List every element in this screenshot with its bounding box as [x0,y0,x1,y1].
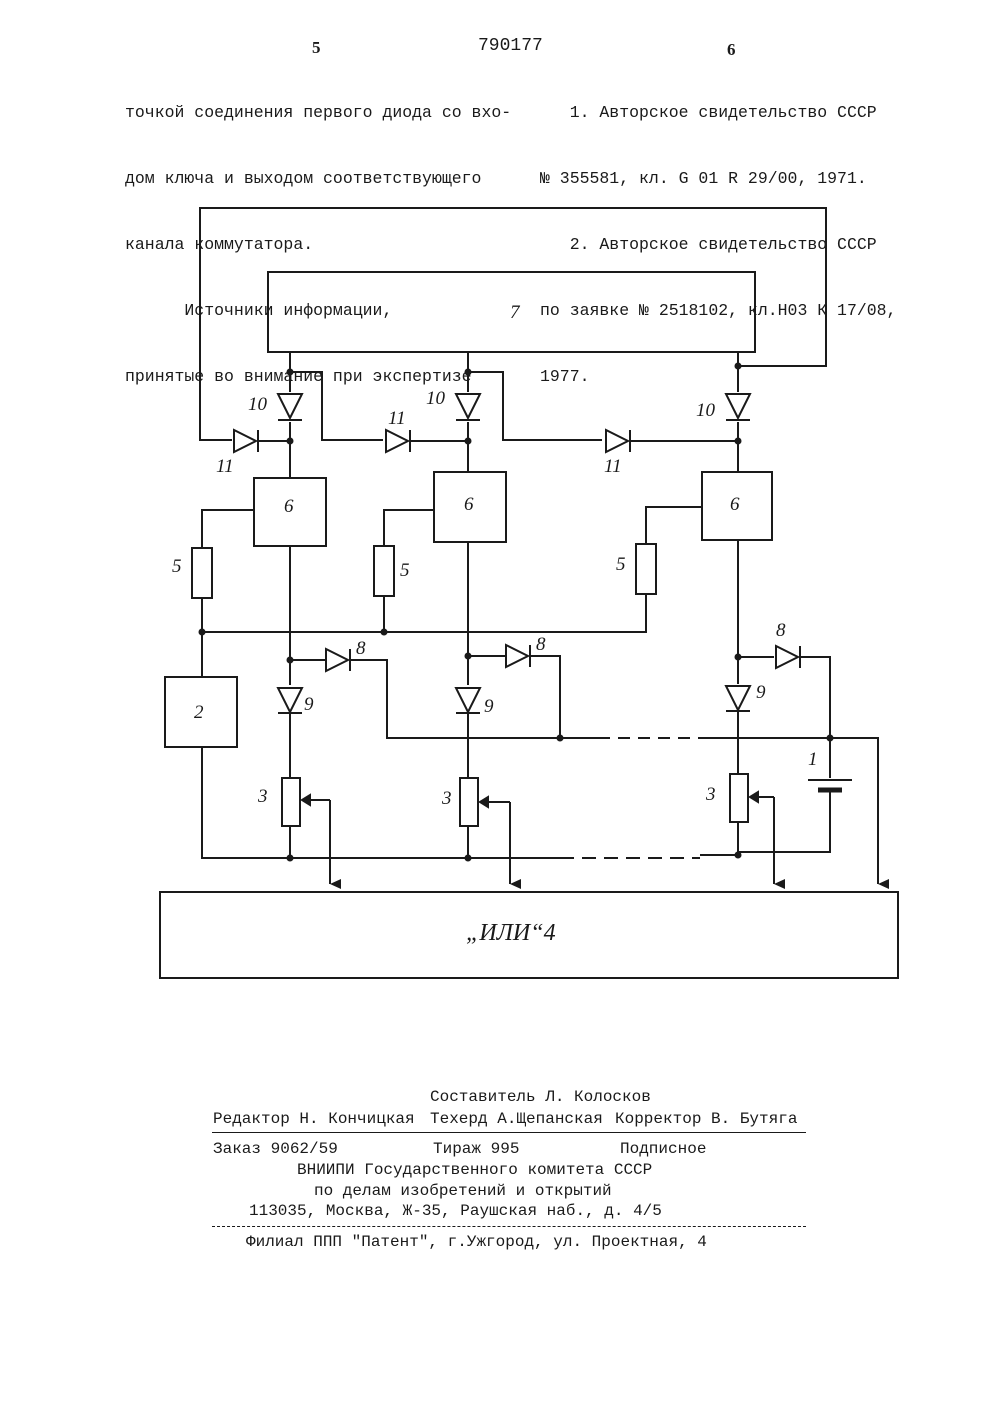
label-3: 3 [257,786,268,807]
diode-10 [278,394,302,418]
diode-11 [234,430,256,452]
label-9: 9 [304,694,314,715]
label-5: 5 [400,560,410,581]
label-3: 3 [705,784,716,805]
resistor-5 [192,548,212,598]
resistor-5 [636,544,656,594]
label-6: 6 [464,494,474,515]
label-11: 11 [388,408,406,429]
editor-line: Редактор Н. Кончицкая [213,1110,415,1128]
label-9: 9 [484,696,494,717]
org-line: ВНИИПИ Государственного комитета СССР [297,1161,652,1179]
label-10: 10 [696,400,716,421]
diode-11 [606,430,628,452]
label-1: 1 [808,749,818,770]
techred-line: Техерд А.Щепанская [430,1110,603,1128]
diode-9 [456,688,480,712]
compiler-line: Составитель Л. Колосков [430,1088,651,1106]
diode-9 [278,688,302,712]
circuit-diagram: 7 6 6 6 2 „ИЛИ“4 5 5 5 3 3 3 1 10 10 10 … [0,0,1000,1000]
branch-line: Филиал ППП "Патент", г.Ужгород, ул. Прое… [246,1233,707,1251]
label-10: 10 [248,394,268,415]
label-or-4: „ИЛИ“4 [466,920,556,946]
org-line: по делам изобретений и открытий [314,1182,612,1200]
label-11: 11 [604,456,622,477]
corrector-line: Корректор В. Бутяга [615,1110,797,1128]
potentiometer-3 [460,778,478,826]
label-3: 3 [441,788,452,809]
diode-8 [506,645,528,667]
print-run-line: Тираж 995 [433,1140,519,1158]
order-line: Заказ 9062/59 [213,1140,338,1158]
potentiometer-3 [730,774,748,822]
address-line: 113035, Москва, Ж-35, Раушская наб., д. … [249,1202,662,1220]
label-8: 8 [356,638,366,659]
label-11: 11 [216,456,234,477]
common-bus [202,630,646,632]
diode-8 [776,646,798,668]
label-10: 10 [426,388,446,409]
resistor-5 [374,546,394,596]
diode-9 [726,686,750,710]
label-9: 9 [756,682,766,703]
label-2: 2 [194,702,204,723]
label-6: 6 [730,494,740,515]
diode-8 [326,649,348,671]
label-5: 5 [616,554,626,575]
diode-10 [456,394,480,418]
label-8: 8 [536,634,546,655]
diode-10 [726,394,750,418]
label-5: 5 [172,556,182,577]
potentiometer-3 [282,778,300,826]
label-6: 6 [284,496,294,517]
divider [212,1132,806,1133]
diode-11 [386,430,408,452]
subscription-line: Подписное [620,1140,706,1158]
divider [212,1226,806,1227]
label-7: 7 [510,302,521,323]
label-8: 8 [776,620,786,641]
